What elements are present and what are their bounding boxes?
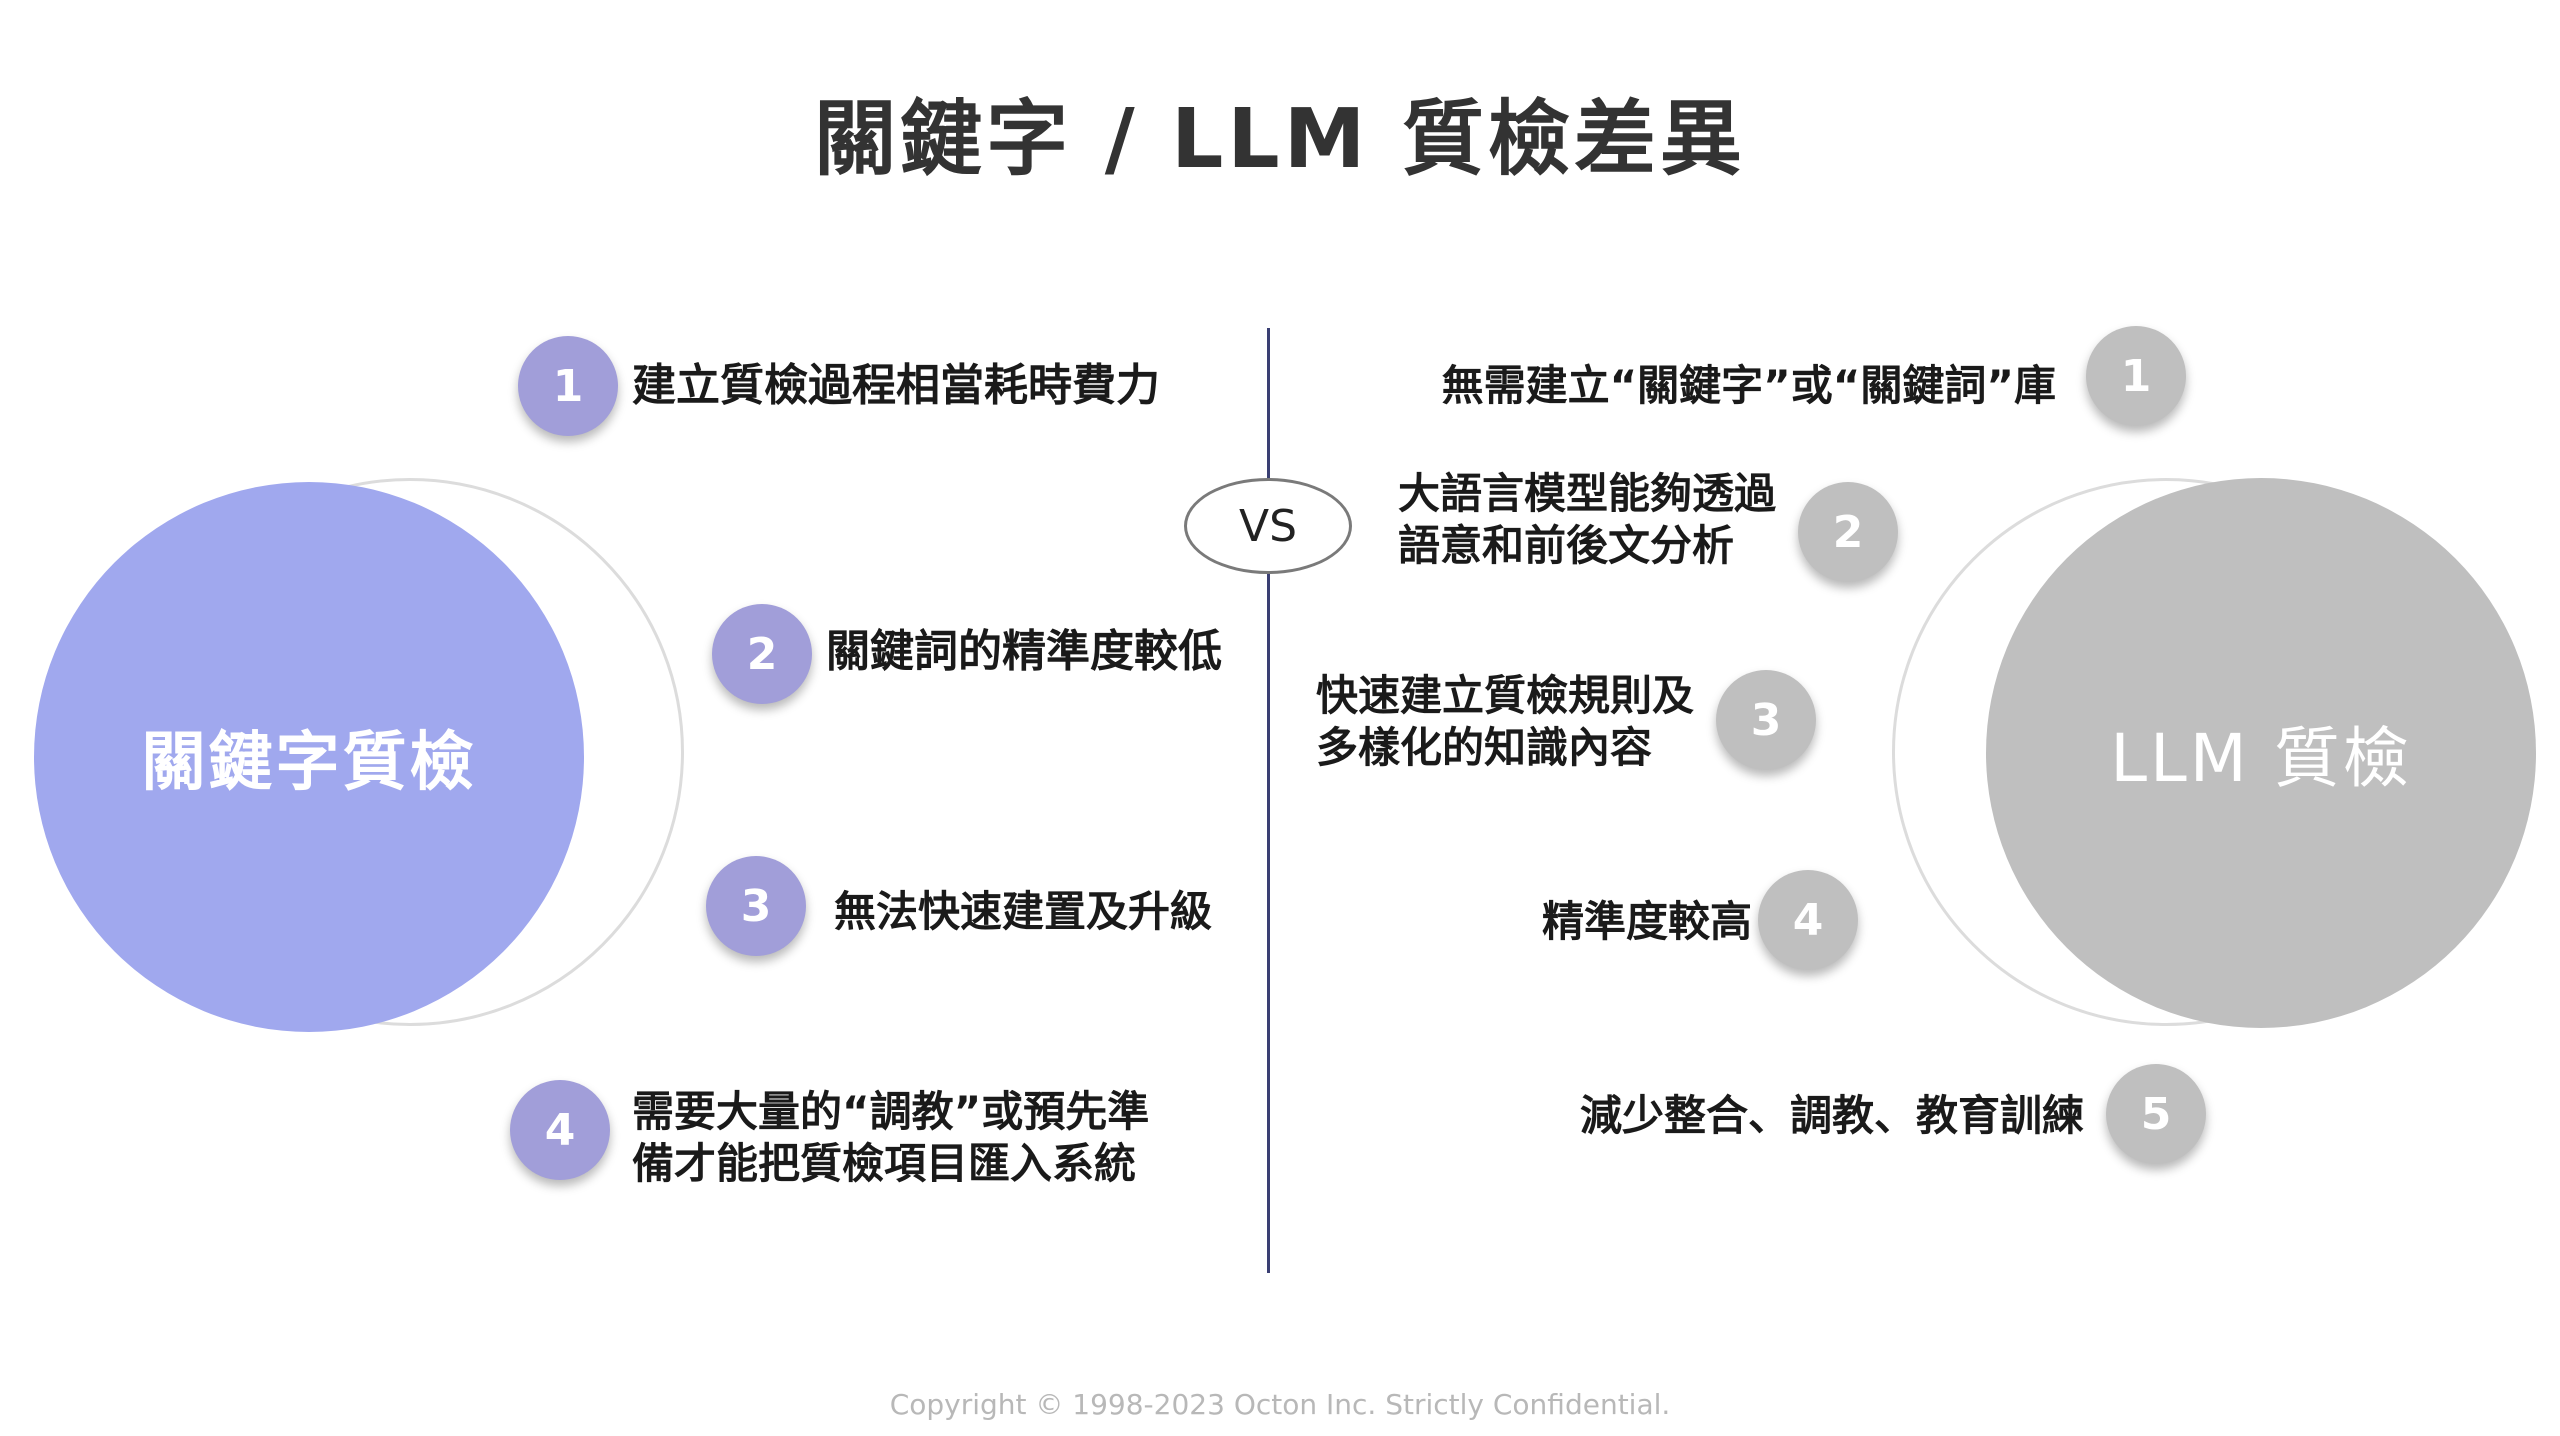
page-title: 關鍵字 / LLM 質檢差異 <box>814 92 1746 187</box>
left-item-3-badge: 3 <box>706 856 806 956</box>
left-item-2-badge: 2 <box>712 604 812 704</box>
right-item-1-text: 無需建立“關鍵字”或“關鍵詞”庫 <box>1441 361 2056 410</box>
right-item-2-text: 大語言模型能夠透過 語意和前後文分析 <box>1398 469 1777 570</box>
right-item-3-badge: 3 <box>1716 670 1816 770</box>
right-item-4-badge: 4 <box>1758 870 1858 970</box>
vs-label: VS <box>1238 500 1298 552</box>
right-item-2-badge: 2 <box>1798 482 1898 582</box>
llm-qc-circle: LLM 質檢 <box>1986 478 2536 1028</box>
left-item-3-text: 無法快速建置及升級 <box>834 887 1213 936</box>
left-item-2-text: 關鍵詞的精準度較低 <box>826 626 1222 677</box>
left-item-4-text: 需要大量的“調教”或預先準 備才能把質檢項目匯入系統 <box>632 1087 1150 1188</box>
right-item-5-badge: 5 <box>2106 1064 2206 1164</box>
left-item-4-badge: 4 <box>510 1080 610 1180</box>
center-divider <box>1267 328 1270 1273</box>
right-item-3-text: 快速建立質檢規則及 多樣化的知識內容 <box>1316 671 1695 772</box>
right-item-4-text: 精準度較高 <box>1541 897 1752 946</box>
keyword-qc-label: 關鍵字質檢 <box>141 726 477 800</box>
vs-badge: VS <box>1184 478 1352 574</box>
left-item-1-badge: 1 <box>518 336 618 436</box>
copyright-footer: Copyright © 1998-2023 Octon Inc. Strictl… <box>889 1388 1671 1421</box>
right-item-5-text: 減少整合、調教、教育訓練 <box>1579 1091 2084 1140</box>
right-item-1-badge: 1 <box>2086 326 2186 426</box>
left-item-1-text: 建立質檢過程相當耗時費力 <box>632 360 1160 411</box>
keyword-qc-circle: 關鍵字質檢 <box>34 482 584 1032</box>
llm-qc-label: LLM 質檢 <box>2110 720 2412 797</box>
